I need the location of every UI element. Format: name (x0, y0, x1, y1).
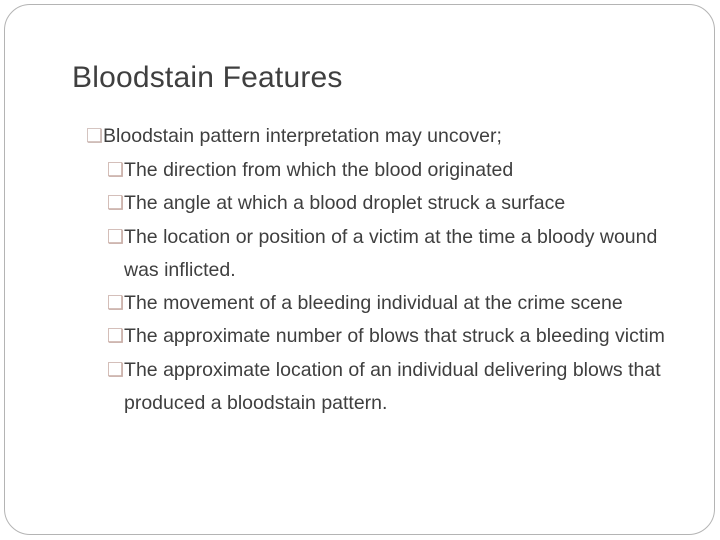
list-item: ❑The location or position of a victim at… (107, 221, 686, 287)
list-item-text: The location or position of a victim at … (124, 225, 658, 282)
list-item-text: The direction from which the blood origi… (124, 158, 514, 181)
bullet-square-icon: ❑ (107, 292, 125, 314)
list-item: ❑The direction from which the blood orig… (107, 154, 686, 188)
list-item: ❑Bloodstain pattern interpretation may u… (86, 120, 686, 154)
list-item: ❑The angle at which a blood droplet stru… (107, 187, 686, 221)
bullet-square-icon: ❑ (107, 326, 125, 347)
list-item-text: The approximate location of an individua… (124, 358, 661, 415)
list-item: ❑The approximate number of blows that st… (107, 320, 686, 354)
list-item: ❑The approximate location of an individu… (107, 354, 686, 420)
bullet-square-icon: ❑ (107, 193, 125, 214)
bullet-square-icon: ❑ (107, 226, 125, 248)
list-item-text: The movement of a bleeding individual at… (124, 291, 623, 314)
list-item: ❑The movement of a bleeding individual a… (107, 287, 686, 321)
bullet-square-icon: ❑ (107, 359, 125, 381)
bullet-list: ❑Bloodstain pattern interpretation may u… (86, 120, 686, 420)
slide-body: ❑Bloodstain pattern interpretation may u… (86, 120, 686, 420)
list-item-text: The approximate number of blows that str… (124, 325, 665, 347)
bullet-square-icon: ❑ (86, 126, 104, 147)
list-item-text: The angle at which a blood droplet struc… (124, 192, 566, 214)
page-title: Bloodstain Features (72, 61, 343, 94)
bullet-square-icon: ❑ (107, 159, 125, 181)
list-item-text: Bloodstain pattern interpretation may un… (103, 125, 502, 147)
